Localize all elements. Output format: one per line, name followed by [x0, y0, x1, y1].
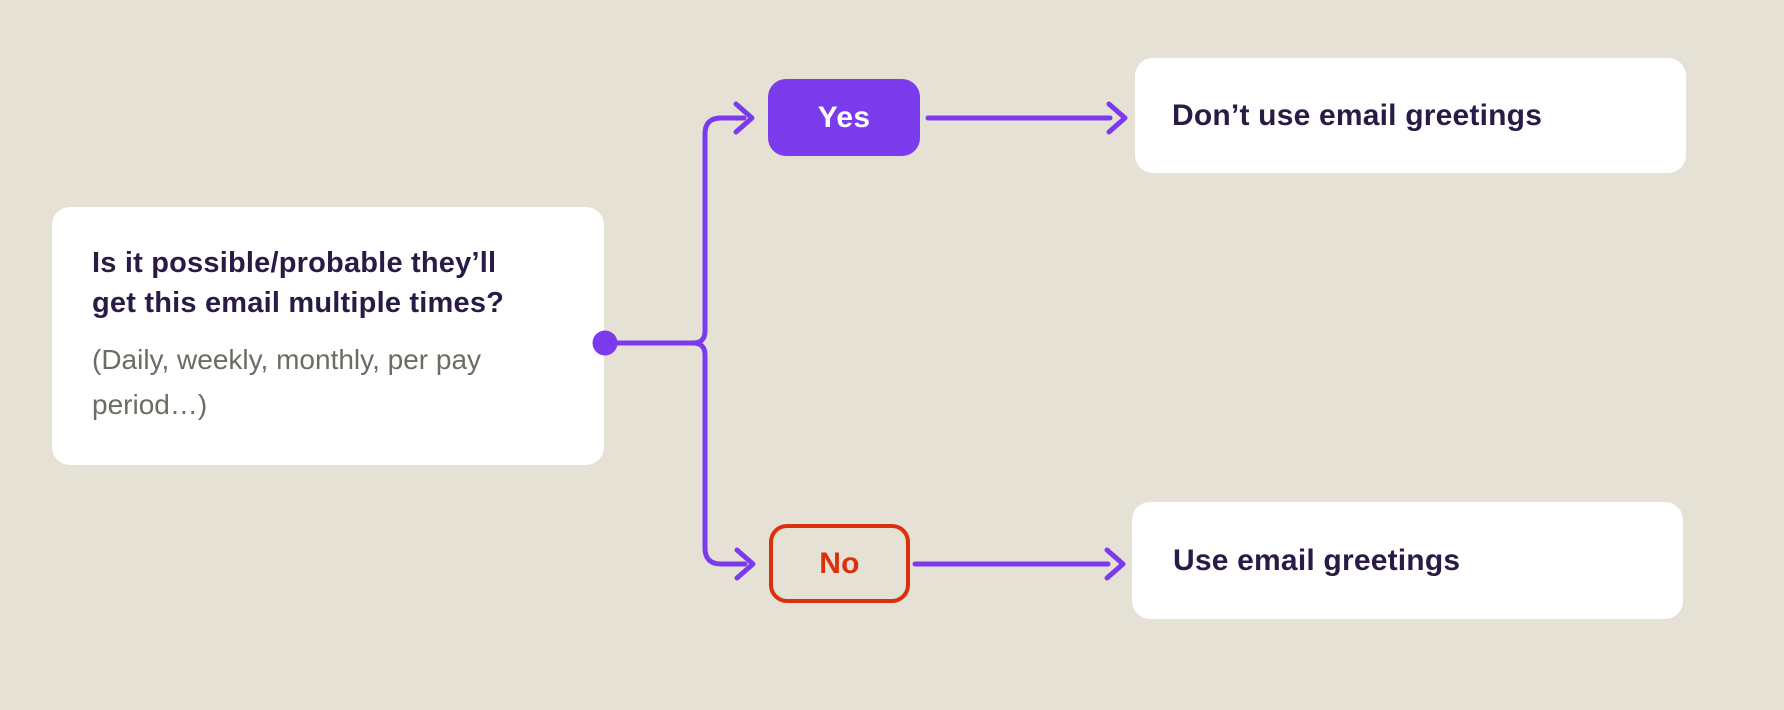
arrowhead-into-yes-icon	[733, 101, 755, 135]
no-node-label: No	[819, 546, 860, 580]
arrowhead-yes-outcome-icon	[1106, 101, 1128, 135]
outcome-card-no: Use email greetings	[1132, 502, 1683, 619]
yes-node: Yes	[768, 79, 920, 156]
connector-branch-yes	[602, 115, 747, 346]
arrowhead-no-outcome-icon	[1104, 547, 1126, 581]
arrowhead-into-no-icon	[734, 547, 756, 581]
question-card: Is it possible/probable they’ll get this…	[52, 207, 604, 465]
yes-node-label: Yes	[817, 100, 871, 134]
outcome-label-no: Use email greetings	[1173, 543, 1461, 577]
question-subtitle: (Daily, weekly, monthly, per pay period……	[92, 344, 482, 420]
question-title: Is it possible/probable they’ll get this…	[92, 247, 505, 319]
connector-branch-no	[690, 340, 748, 567]
no-node: No	[769, 524, 910, 603]
outcome-card-yes: Don’t use email greetings	[1135, 58, 1686, 173]
outcome-label-yes: Don’t use email greetings	[1172, 98, 1543, 132]
